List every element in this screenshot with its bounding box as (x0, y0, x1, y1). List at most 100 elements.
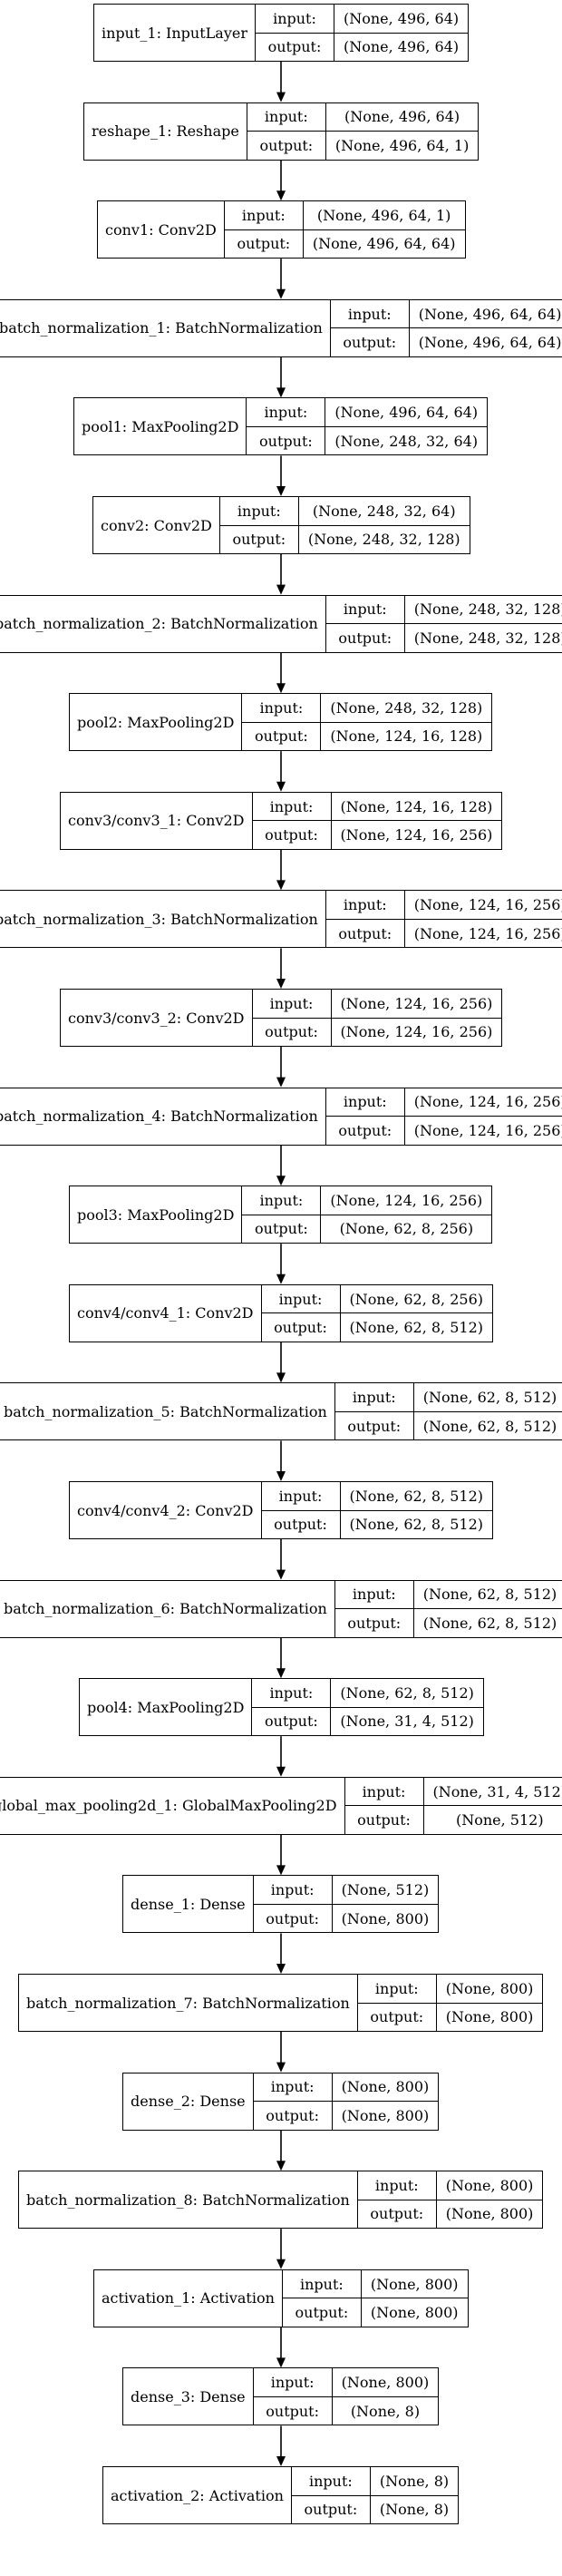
input-shape: (None, 800) (341, 2374, 430, 2392)
input-label: input: (253, 990, 332, 1018)
input-row: input: (None, 62, 8, 512) (335, 1580, 562, 1609)
output-shape: (None, 496, 64) (343, 38, 460, 56)
arrowhead-8 (276, 781, 286, 792)
layer-node-6: conv2: Conv2D input: (None, 248, 32, 64)… (92, 496, 470, 554)
layer-io: input: (None, 62, 8, 256) output: (None,… (261, 1284, 492, 1342)
layer-node-19: global_max_pooling2d_1: GlobalMaxPooling… (0, 1776, 562, 1835)
arrowhead-4 (276, 387, 286, 398)
output-row: output: (None, 124, 16, 128) (242, 721, 492, 751)
layer-name: conv1: Conv2D (98, 201, 225, 259)
arrowhead-21 (276, 2062, 286, 2073)
output-shape: (None, 496, 64, 1) (334, 136, 470, 154)
arrowhead-1 (276, 92, 286, 102)
arrowhead-9 (276, 880, 286, 891)
input-row: input: (None, 496, 64, 1) (225, 201, 465, 229)
output-label: output: (358, 2200, 437, 2229)
input-shape: (None, 124, 16, 256) (413, 1093, 562, 1111)
layer-name: reshape_1: Reshape (84, 102, 247, 160)
input-label: input: (335, 1580, 414, 1609)
layer-node-22: dense_2: Dense input: (None, 800) output… (122, 2072, 440, 2131)
layer-node-10: batch_normalization_3: BatchNormalizatio… (0, 890, 562, 949)
layer-io: input: (None, 124, 16, 256) output: (Non… (325, 891, 562, 948)
layer-name: batch_normalization_1: BatchNormalizatio… (0, 299, 331, 356)
arrowhead-7 (276, 683, 286, 694)
layer-io: input: (None, 496, 64, 1) output: (None,… (224, 201, 465, 259)
input-label: input: (358, 1975, 437, 2003)
layer-node-5: pool1: MaxPooling2D input: (None, 496, 6… (73, 397, 489, 456)
output-row: output: (None, 124, 16, 256) (252, 820, 502, 849)
input-label: input: (326, 891, 405, 919)
layer-node-25: dense_3: Dense input: (None, 800) output… (122, 2367, 440, 2426)
output-shape: (None, 496, 64, 64) (418, 334, 562, 352)
layer-io: input: (None, 496, 64, 64) output: (None… (247, 398, 488, 455)
input-row: input: (None, 248, 32, 128) (242, 694, 491, 722)
layer-name: pool2: MaxPooling2D (70, 694, 243, 751)
layer-io: input: (None, 496, 64, 64) output: (None… (330, 299, 562, 356)
arrowhead-12 (276, 1176, 286, 1186)
output-row: output: (None, 496, 64, 64) (330, 327, 562, 356)
input-shape: (None, 800) (341, 2078, 430, 2096)
input-shape: (None, 496, 64, 64) (418, 305, 562, 323)
output-label: output: (326, 1117, 405, 1145)
output-label: output: (256, 33, 334, 61)
arrowhead-3 (276, 288, 286, 299)
input-shape: (None, 496, 64) (344, 108, 460, 126)
arrowhead-16 (276, 1569, 286, 1580)
input-row: input: (None, 800) (358, 1975, 543, 2003)
output-label: output: (253, 1018, 332, 1046)
input-label: input: (254, 1876, 333, 1904)
output-shape: (None, 8) (350, 2402, 421, 2420)
output-shape: (None, 800) (341, 2106, 430, 2124)
input-row: input: (None, 31, 4, 512) (345, 1777, 562, 1806)
output-label: output: (262, 1313, 341, 1342)
output-shape: (None, 31, 4, 512) (340, 1712, 474, 1731)
output-label: output: (262, 1510, 341, 1538)
input-row: input: (None, 124, 16, 128) (253, 792, 502, 821)
input-label: input: (252, 1679, 332, 1707)
output-label: output: (326, 919, 405, 948)
input-shape: (None, 124, 16, 256) (413, 896, 562, 914)
layer-name: dense_2: Dense (123, 2073, 254, 2130)
input-shape: (None, 62, 8, 512) (422, 1586, 557, 1604)
input-label: input: (345, 1777, 424, 1806)
output-row: output: (None, 31, 4, 512) (252, 1706, 483, 1736)
output-row: output: (None, 8) (253, 2395, 439, 2425)
layer-node-3: conv1: Conv2D input: (None, 496, 64, 1) … (97, 200, 466, 259)
layer-node-20: dense_1: Dense input: (None, 512) output… (122, 1875, 440, 1934)
layer-name: batch_normalization_8: BatchNormalizatio… (19, 2171, 358, 2229)
output-label: output: (358, 2003, 437, 2031)
input-shape: (None, 512) (341, 1881, 430, 1899)
input-row: input: (None, 512) (254, 1876, 439, 1904)
input-row: input: (None, 496, 64) (247, 102, 478, 132)
layer-io: input: (None, 62, 8, 512) output: (None,… (334, 1580, 562, 1637)
output-shape: (None, 248, 32, 128) (413, 629, 562, 647)
layer-io: input: (None, 800) output: (None, 800) (357, 2171, 543, 2229)
input-label: input: (262, 1482, 341, 1510)
layer-node-18: pool4: MaxPooling2D input: (None, 62, 8,… (79, 1678, 484, 1737)
output-row: output: (None, 124, 16, 256) (325, 918, 562, 948)
input-shape: (None, 62, 8, 512) (349, 1487, 483, 1505)
layer-name: conv3/conv3_1: Conv2D (61, 792, 253, 849)
layer-io: input: (None, 31, 4, 512) output: (None,… (344, 1777, 562, 1834)
layer-node-26: activation_2: Activation input: (None, 8… (102, 2466, 460, 2524)
output-label: output: (247, 426, 326, 455)
arrowhead-2 (276, 190, 286, 201)
layer-name: conv4/conv4_1: Conv2D (70, 1284, 262, 1342)
input-label: input: (253, 792, 332, 821)
input-row: input: (None, 124, 16, 256) (326, 891, 562, 919)
output-row: output: (None, 800) (253, 1903, 439, 1933)
arrowhead-25 (276, 2456, 286, 2466)
output-row: output: (None, 124, 16, 256) (252, 1017, 502, 1046)
layer-name: dense_3: Dense (123, 2368, 254, 2425)
arrowhead-24 (276, 2357, 286, 2368)
layer-io: input: (None, 124, 16, 256) output: (Non… (252, 990, 502, 1046)
output-label: output: (335, 1609, 414, 1637)
layer-node-23: batch_normalization_8: BatchNormalizatio… (18, 2171, 544, 2230)
arrowhead-5 (276, 486, 286, 496)
layer-name: conv2: Conv2D (93, 497, 220, 553)
input-row: input: (None, 496, 64) (256, 5, 468, 33)
layer-io: input: (None, 62, 8, 512) output: (None,… (334, 1383, 562, 1440)
output-shape: (None, 62, 8, 512) (422, 1614, 557, 1632)
